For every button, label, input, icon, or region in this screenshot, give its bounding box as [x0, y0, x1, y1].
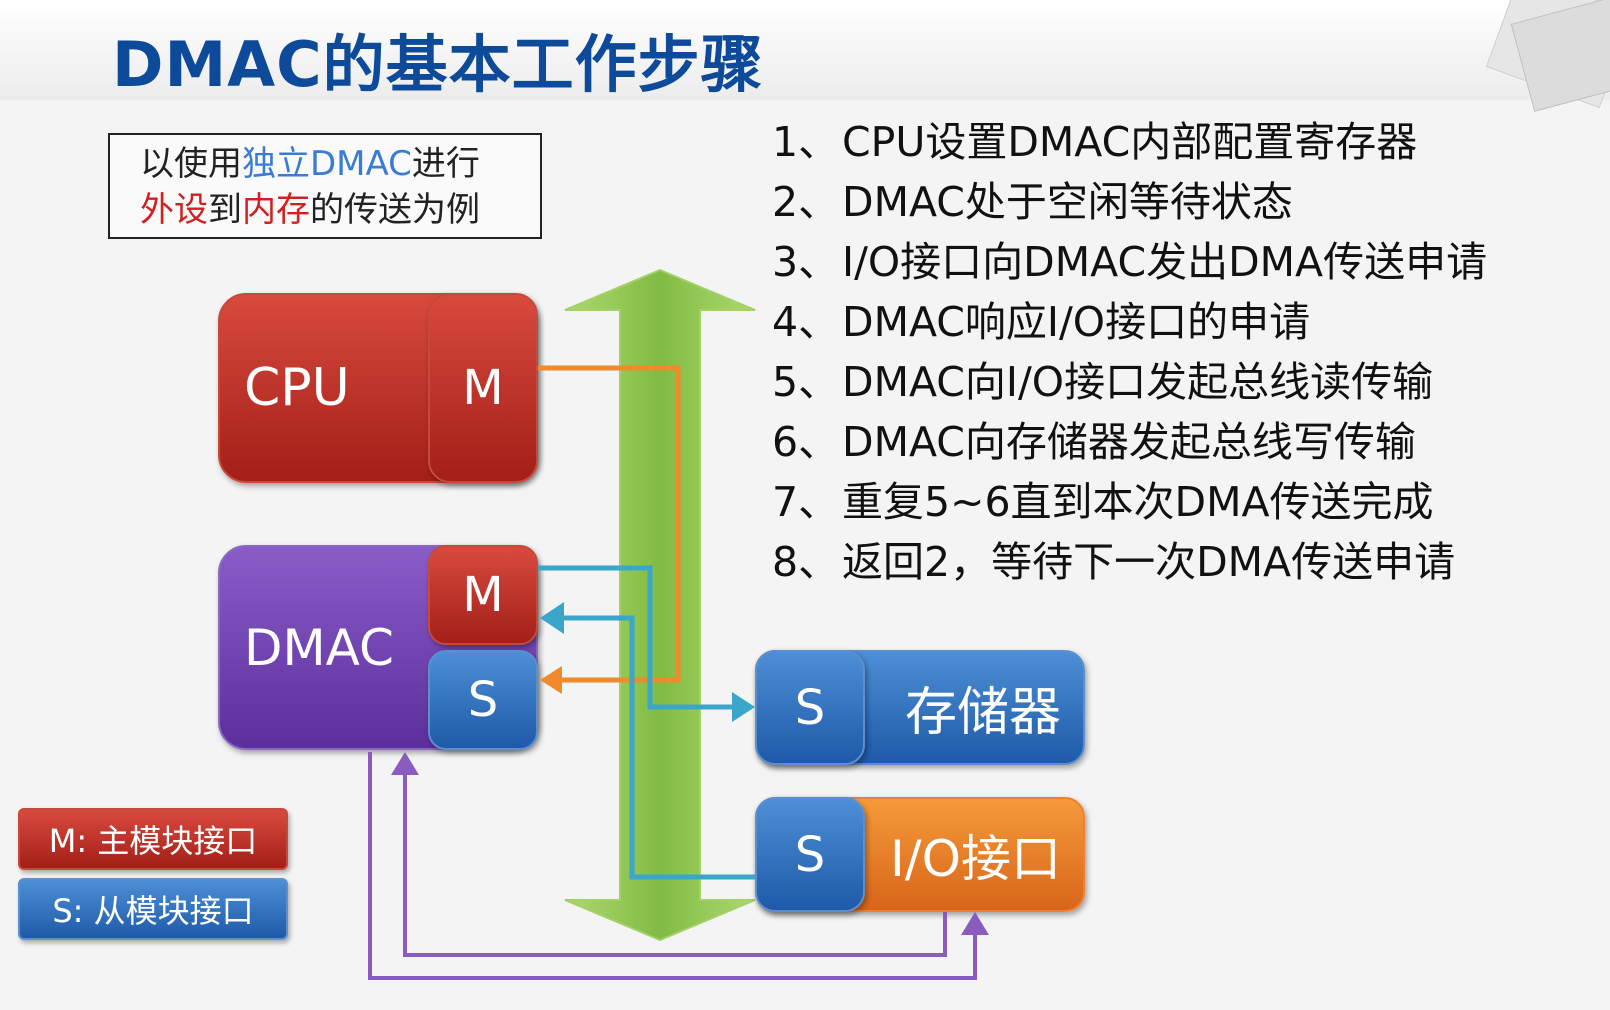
step-text: DMAC处于空闲等待状态	[842, 178, 1293, 226]
step-text: 重复5~6直到本次DMA传送完成	[842, 478, 1434, 526]
step-number: 7、	[772, 478, 840, 526]
step-text: DMAC向I/O接口发起总线读传输	[842, 358, 1434, 406]
cpu-master-label: M	[462, 360, 504, 416]
memory-slave-label: S	[794, 679, 826, 736]
step-text: DMAC向存储器发起总线写传输	[842, 418, 1416, 466]
header-band	[0, 0, 1610, 100]
step-item: 3、I/O接口向DMAC发出DMA传送申请	[772, 232, 1487, 292]
cpu-config-path	[538, 365, 681, 683]
dmac-master-port: M	[428, 545, 538, 645]
cpu-master-port: M	[428, 293, 538, 483]
step-number: 2、	[772, 178, 840, 226]
note-text: 以使用	[140, 144, 242, 184]
note-text: 进行	[411, 144, 480, 184]
dmac-slave-port: S	[428, 650, 538, 750]
note-highlight-memory: 内存	[242, 190, 310, 230]
corner-decoration	[1460, 0, 1610, 130]
dmac-slave-label: S	[467, 672, 499, 728]
io-to-dmac-path	[560, 615, 755, 880]
io-slave-label: S	[794, 826, 826, 883]
step-item: 4、DMAC响应I/O接口的申请	[772, 292, 1487, 352]
dmac-to-memory-path	[538, 565, 735, 710]
step-text: CPU设置DMAC内部配置寄存器	[842, 118, 1418, 166]
system-bus-arrow	[564, 268, 756, 942]
dmac-label: DMAC	[244, 618, 394, 677]
legend-master: M: 主模块接口	[18, 808, 288, 870]
step-text: 返回2，等待下一次DMA传送申请	[842, 538, 1456, 586]
steps-list: 1、CPU设置DMAC内部配置寄存器 2、DMAC处于空闲等待状态 3、I/O接…	[772, 112, 1487, 592]
step-number: 5、	[772, 358, 840, 406]
step-item: 8、返回2，等待下一次DMA传送申请	[772, 532, 1487, 592]
dma-request-path	[403, 772, 947, 957]
page-title: DMAC的基本工作步骤	[112, 28, 764, 101]
step-item: 2、DMAC处于空闲等待状态	[772, 172, 1487, 232]
note-line-2: 外设到内存的传送为例	[140, 187, 540, 233]
dmac-to-memory-arrowhead	[732, 692, 755, 722]
note-highlight-peripheral: 外设	[140, 190, 208, 230]
example-note: 以使用独立DMAC进行 外设到内存的传送为例	[108, 133, 542, 239]
io-slave-port: S	[755, 797, 865, 912]
dmac-master-label: M	[462, 567, 504, 623]
step-number: 4、	[772, 298, 840, 346]
memory-slave-port: S	[755, 650, 865, 765]
step-text: I/O接口向DMAC发出DMA传送申请	[842, 238, 1488, 286]
cpu-config-arrowhead	[540, 666, 562, 694]
step-item: 7、重复5~6直到本次DMA传送完成	[772, 472, 1487, 532]
legend-master-label: M: 主模块接口	[48, 822, 258, 860]
io-to-dmac-arrowhead	[540, 602, 564, 634]
cpu-label: CPU	[244, 358, 350, 418]
note-line-1: 以使用独立DMAC进行	[140, 141, 540, 187]
step-number: 1、	[772, 118, 840, 166]
note-text: 到	[208, 190, 242, 230]
dma-ack-arrowhead	[961, 912, 989, 935]
step-number: 8、	[772, 538, 840, 586]
step-number: 6、	[772, 418, 840, 466]
step-item: 5、DMAC向I/O接口发起总线读传输	[772, 352, 1487, 412]
step-item: 1、CPU设置DMAC内部配置寄存器	[772, 112, 1487, 172]
dma-request-arrowhead	[391, 752, 419, 775]
legend-slave-label: S: 从模块接口	[52, 892, 254, 930]
note-text: 的传送为例	[310, 190, 480, 230]
legend-slave: S: 从模块接口	[18, 878, 288, 940]
step-item: 6、DMAC向存储器发起总线写传输	[772, 412, 1487, 472]
note-highlight-dmac: 独立DMAC	[242, 144, 412, 184]
dma-ack-path	[368, 752, 977, 980]
io-label: I/O接口	[890, 829, 1061, 888]
step-text: DMAC响应I/O接口的申请	[842, 298, 1311, 346]
memory-label: 存储器	[904, 683, 1061, 743]
step-number: 3、	[772, 238, 840, 286]
